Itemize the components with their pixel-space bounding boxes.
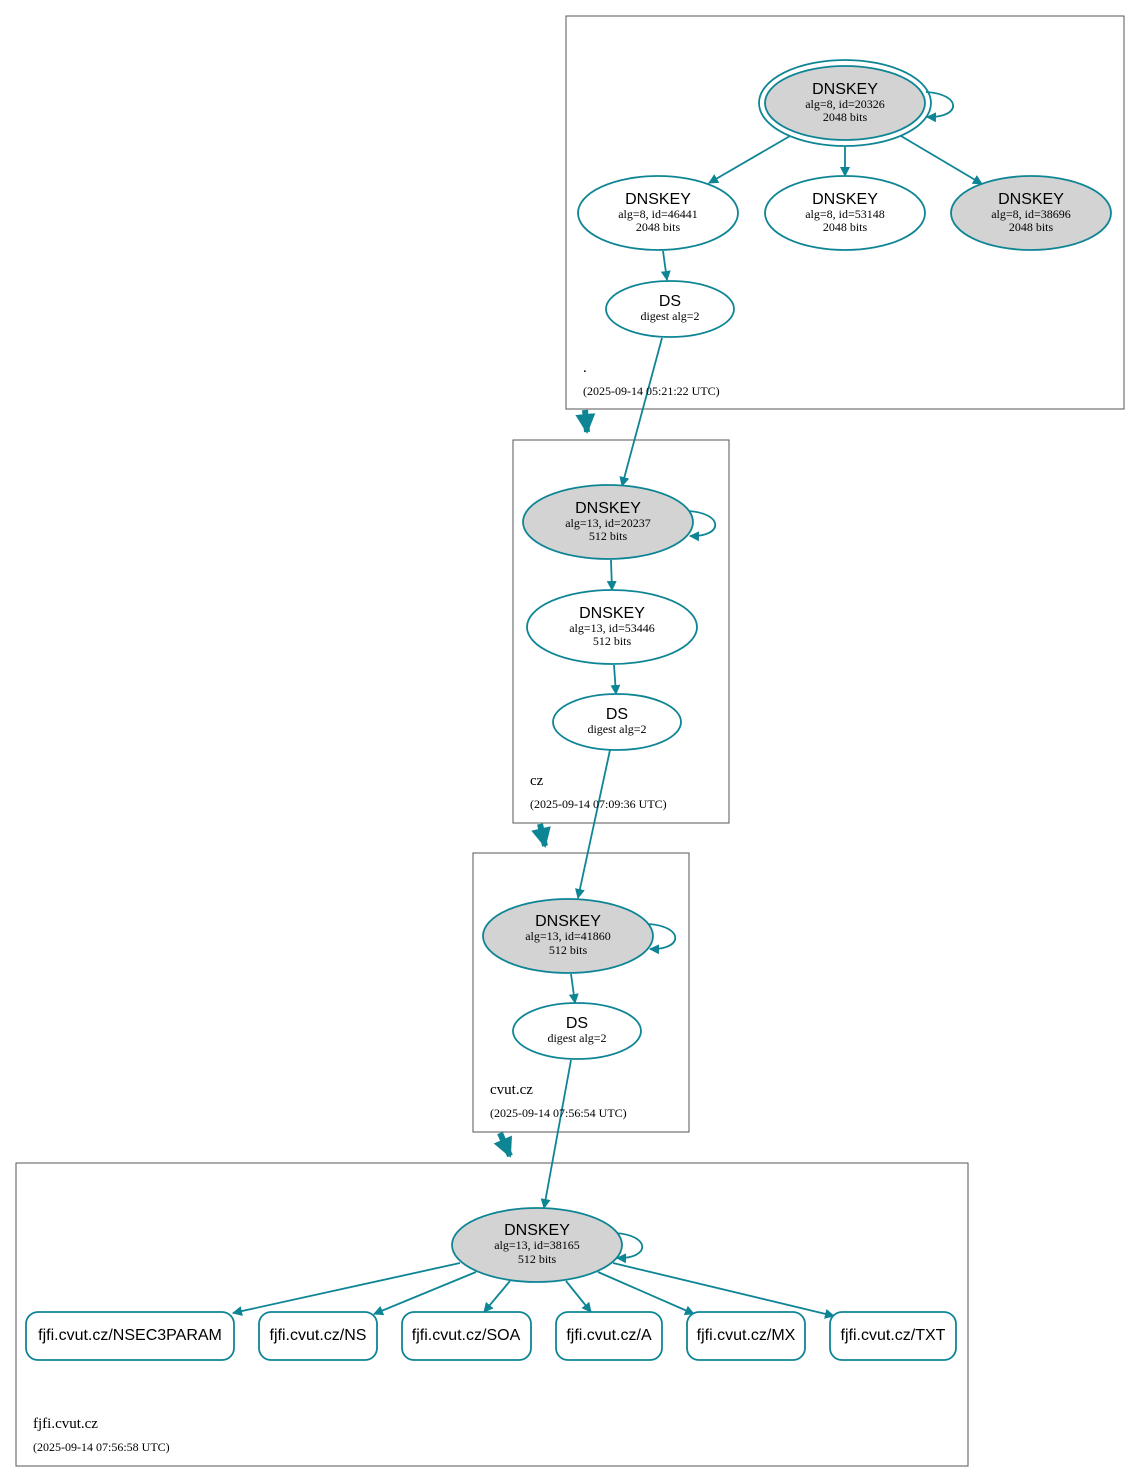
node-bits: 512 bits (589, 529, 628, 543)
edge-fjfi-ns (373, 1271, 477, 1316)
rrset-node[interactable]: fjfi.cvut.cz/MX (686, 1311, 806, 1361)
rrset-node[interactable]: fjfi.cvut.cz/SOA (401, 1311, 532, 1361)
node-title: DNSKEY (535, 913, 601, 930)
node-bits: 2048 bits (636, 220, 681, 234)
node-alg-id: alg=8, id=46441 (618, 207, 698, 221)
edge-fjfi-a (565, 1280, 592, 1313)
edge-fjfi-mx (597, 1271, 695, 1315)
edge-cz-ds-cvut-ksk (575, 749, 611, 899)
dnskey-node-cz-zsk[interactable]: DNSKEY alg=13, id=53446 512 bits (526, 589, 698, 665)
node-alg-id: alg=13, id=53446 (569, 621, 655, 635)
ds-node-cz[interactable]: DS digest alg=2 (552, 693, 682, 751)
zone-name-fjfi: fjfi.cvut.cz (33, 1416, 98, 1432)
edge-root-ds-cz-ksk (619, 337, 663, 487)
zone-time-root: (2025-09-14 05:21:22 UTC) (583, 384, 720, 398)
rrset-node[interactable]: fjfi.cvut.cz/NSEC3PARAM (25, 1311, 235, 1361)
edge-ksk-self-cz (687, 510, 717, 542)
node-digest: digest alg=2 (547, 1031, 606, 1045)
edge-ksk-self-cvut (647, 923, 677, 955)
rrset-node[interactable]: fjfi.cvut.cz/NS (258, 1311, 378, 1361)
node-title: DNSKEY (998, 191, 1064, 208)
node-title: DS (606, 706, 628, 723)
delegation-root-cz (575, 409, 596, 434)
edge-root-ksk-38696 (900, 135, 983, 185)
dnskey-node-root-ksk[interactable]: DNSKEY alg=8, id=20326 2048 bits (758, 59, 932, 147)
node-alg-id: alg=13, id=20237 (565, 516, 651, 530)
zone-time-cvut: (2025-09-14 07:56:54 UTC) (490, 1106, 627, 1120)
rrset-label: fjfi.cvut.cz/MX (697, 1327, 796, 1344)
dnskey-node-fjfi-ksk[interactable]: DNSKEY alg=13, id=38165 512 bits (451, 1207, 623, 1283)
edge-fjfi-soa (483, 1280, 511, 1313)
edge-46441-ds (660, 250, 671, 281)
node-title: DNSKEY (625, 191, 691, 208)
ds-node-cvut[interactable]: DS digest alg=2 (512, 1002, 642, 1060)
node-alg-id: alg=8, id=53148 (805, 207, 885, 221)
edge-cvut-ksk-ds (568, 973, 579, 1004)
rrset-label: fjfi.cvut.cz/SOA (412, 1327, 521, 1344)
rrset-node[interactable]: fjfi.cvut.cz/TXT (829, 1311, 957, 1361)
node-bits: 2048 bits (823, 220, 868, 234)
edge-ksk-self-fjfi (614, 1232, 644, 1264)
dnskey-node-cvut-ksk[interactable]: DNSKEY alg=13, id=41860 512 bits (482, 898, 654, 974)
zone-name-cvut: cvut.cz (490, 1082, 533, 1098)
dnskey-node-root-38696[interactable]: DNSKEY alg=8, id=38696 2048 bits (950, 175, 1112, 251)
rrset-label: fjfi.cvut.cz/A (566, 1327, 652, 1344)
edge-ksk-self-root (925, 91, 954, 123)
node-title: DNSKEY (812, 81, 878, 98)
rrset-label: fjfi.cvut.cz/NSEC3PARAM (38, 1327, 222, 1344)
node-title: DNSKEY (579, 605, 645, 622)
edge-root-ksk-46441 (708, 135, 791, 184)
node-title: DNSKEY (575, 500, 641, 517)
zone-time-fjfi: (2025-09-14 07:56:58 UTC) (33, 1440, 170, 1454)
ds-node-root[interactable]: DS digest alg=2 (605, 280, 735, 338)
node-bits: 2048 bits (1009, 220, 1054, 234)
node-alg-id: alg=8, id=38696 (991, 207, 1071, 221)
edge-fjfi-txt (612, 1262, 835, 1319)
node-alg-id: alg=13, id=41860 (525, 929, 611, 943)
edge-cz-ksk-zsk (606, 559, 617, 591)
node-bits: 512 bits (593, 634, 632, 648)
edge-cz-zsk-ds (610, 664, 621, 695)
edge-cvut-ds-fjfi-ksk (540, 1059, 572, 1209)
node-title: DS (659, 293, 681, 310)
edge-fjfi-nsec3param (232, 1262, 461, 1316)
rrset-label: fjfi.cvut.cz/TXT (841, 1327, 946, 1344)
node-bits: 512 bits (549, 943, 588, 957)
node-title: DNSKEY (504, 1222, 570, 1239)
node-alg-id: alg=13, id=38165 (494, 1238, 580, 1252)
zone-name-cz: cz (530, 773, 544, 789)
node-bits: 512 bits (518, 1252, 557, 1266)
zone-time-cz: (2025-09-14 07:09:36 UTC) (530, 797, 667, 811)
node-bits: 2048 bits (823, 110, 868, 124)
rrset-node[interactable]: fjfi.cvut.cz/A (555, 1311, 663, 1361)
node-title: DNSKEY (812, 191, 878, 208)
delegation-cvut-fjfi (493, 1131, 513, 1158)
delegation-cz-cvut (531, 823, 551, 848)
dnskey-node-root-53148[interactable]: DNSKEY alg=8, id=53148 2048 bits (764, 175, 926, 251)
dnskey-node-root-46441[interactable]: DNSKEY alg=8, id=46441 2048 bits (577, 175, 739, 251)
node-alg-id: alg=8, id=20326 (805, 97, 885, 111)
node-digest: digest alg=2 (640, 309, 699, 323)
node-title: DS (566, 1015, 588, 1032)
rrset-label: fjfi.cvut.cz/NS (270, 1327, 367, 1344)
dnskey-node-cz-ksk[interactable]: DNSKEY alg=13, id=20237 512 bits (522, 484, 694, 560)
node-digest: digest alg=2 (587, 722, 646, 736)
zone-name-root: . (583, 360, 587, 376)
